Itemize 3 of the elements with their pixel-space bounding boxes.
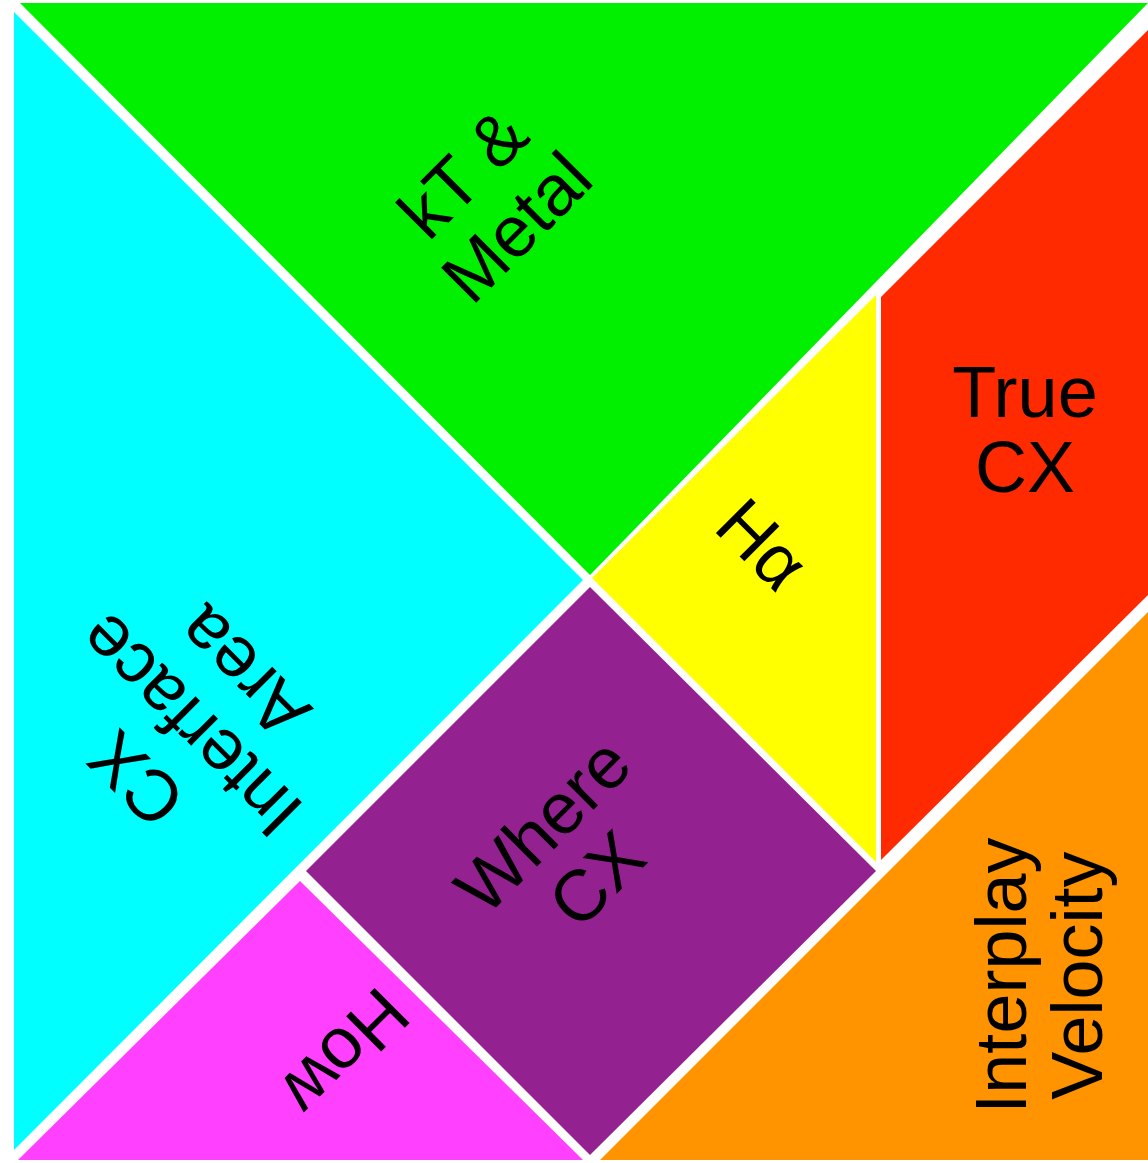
piece-label: Hα xyxy=(700,481,825,608)
piece-label: Interplay Velocity xyxy=(964,836,1116,1116)
piece-label: True CX xyxy=(951,354,1099,506)
